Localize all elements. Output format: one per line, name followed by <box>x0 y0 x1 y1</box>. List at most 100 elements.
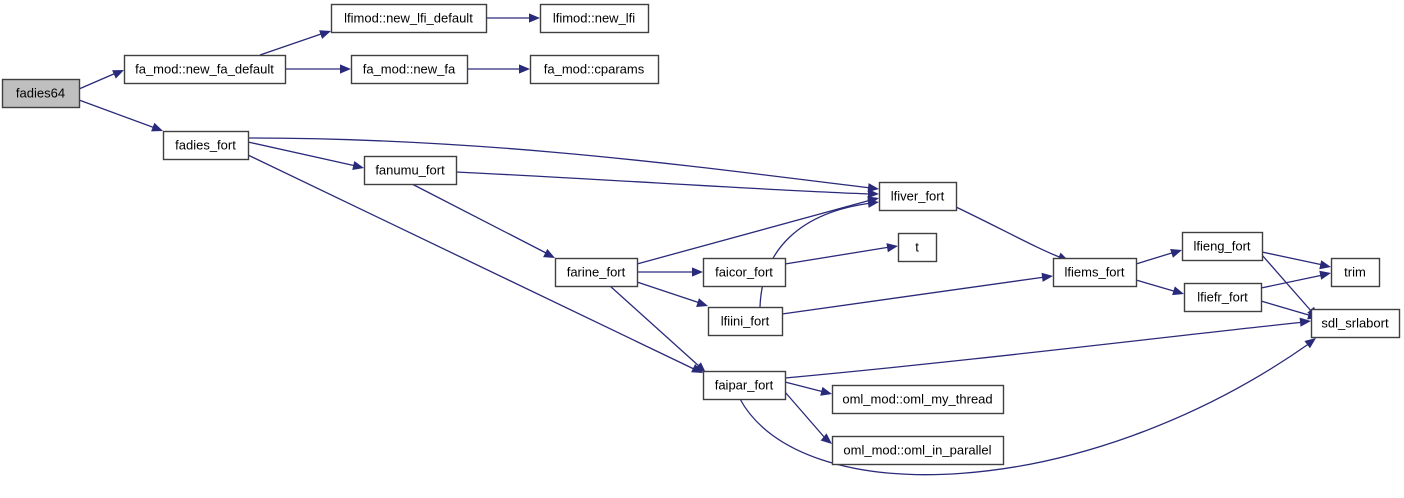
node-box[interactable] <box>831 384 1005 415</box>
node-t[interactable]: t <box>897 232 938 263</box>
node-box[interactable] <box>1 78 81 109</box>
arrow-head-icon <box>543 248 555 258</box>
node-fa_new_fa_default[interactable]: fa_mod::new_fa_default <box>123 54 287 85</box>
edge-fadies64-to-fadies_fort <box>78 99 163 132</box>
node-lfi_new_lfi_default[interactable]: lfimod::new_lfi_default <box>330 3 488 34</box>
node-lfiefr_fort[interactable]: lfiefr_fort <box>1183 282 1263 313</box>
node-fadies_fort[interactable]: fadies_fort <box>162 130 250 161</box>
edge-lfiems_fort-to-lfieng_fort <box>1135 249 1182 265</box>
node-box[interactable] <box>1183 282 1263 313</box>
node-label: oml_mod::oml_in_parallel <box>843 442 991 457</box>
edge-line <box>636 199 872 265</box>
node-lfiems_fort[interactable]: lfiems_fort <box>1052 257 1138 288</box>
node-box[interactable] <box>554 257 639 288</box>
node-lfieng_fort[interactable]: lfieng_fort <box>1181 231 1264 262</box>
edge-fadies64-to-fa_new_fa_default <box>78 70 124 90</box>
arrow-head-icon <box>519 64 530 74</box>
node-lfiini_fort[interactable]: lfiini_fort <box>707 306 784 337</box>
edge-fa_new_fa_default-to-fa_new_fa <box>285 64 351 74</box>
node-box[interactable] <box>702 370 787 401</box>
node-box[interactable] <box>350 54 469 85</box>
node-box[interactable] <box>330 3 488 34</box>
edge-line <box>1260 274 1324 289</box>
edge-line <box>784 321 1306 379</box>
node-box[interactable] <box>162 130 250 161</box>
node-label: oml_mod::oml_my_thread <box>842 391 992 406</box>
edge-line <box>1135 251 1176 265</box>
arrow-head-icon <box>112 70 124 79</box>
arrow-head-icon <box>867 183 879 193</box>
node-label: fadies_fort <box>175 137 236 152</box>
edge-line <box>78 99 156 129</box>
node-box[interactable] <box>363 155 458 186</box>
edge-faipar_fort-to-oml_in_parallel <box>784 391 832 444</box>
node-label: lfiems_fort <box>1065 264 1125 279</box>
node-label: fa_mod::new_fa_default <box>135 61 274 76</box>
node-trim[interactable]: trim <box>1330 257 1381 288</box>
edge-line <box>1135 279 1178 293</box>
node-label: fanumu_fort <box>375 162 445 177</box>
arrow-head-icon <box>867 198 879 208</box>
node-label: lfieng_fort <box>1193 238 1250 253</box>
edge-farine_fort-to-lfiini_fort <box>636 281 708 307</box>
node-label: lfiver_fort <box>891 188 945 203</box>
node-fa_cparams[interactable]: fa_mod::cparams <box>529 54 660 85</box>
edge-line <box>739 342 1311 476</box>
edge-lfiefr_fort-to-trim <box>1260 270 1331 289</box>
node-box[interactable] <box>702 257 787 288</box>
edge-faipar_fort-to-oml_my_thread <box>784 381 832 396</box>
arrow-head-icon <box>1041 272 1053 282</box>
edge-faipar_fort-to-sdl_srlabort <box>739 338 1316 476</box>
node-label: lfimod::new_lfi <box>553 10 635 25</box>
edge-farine_fort-to-faicor_fort <box>637 267 703 277</box>
edge-farine_fort-to-faipar_fort <box>609 285 706 373</box>
node-box[interactable] <box>1052 257 1138 288</box>
arrow-head-icon <box>867 189 879 199</box>
node-box[interactable] <box>831 435 1005 466</box>
edge-lfieng_fort-to-trim <box>1261 251 1331 270</box>
arrow-head-icon <box>696 298 708 307</box>
node-oml_my_thread[interactable]: oml_mod::oml_my_thread <box>831 384 1005 415</box>
node-farine_fort[interactable]: farine_fort <box>554 257 639 288</box>
edge-line <box>247 154 697 371</box>
node-label: lfiefr_fort <box>1197 289 1248 304</box>
edge-faicor_fort-to-t <box>784 243 898 265</box>
arrow-head-icon <box>694 362 706 373</box>
node-sdl_srlabort[interactable]: sdl_srlabort <box>1310 308 1401 339</box>
node-fanumu_fort[interactable]: fanumu_fort <box>363 155 458 186</box>
edge-lfiini_fort-to-lfiver_fort <box>759 198 879 308</box>
arrow-head-icon <box>820 386 832 396</box>
node-box[interactable] <box>897 232 938 263</box>
edge-lfiini_fort-to-lfiems_fort <box>781 272 1053 315</box>
node-box[interactable] <box>1310 308 1401 339</box>
node-box[interactable] <box>707 306 784 337</box>
node-fa_new_fa[interactable]: fa_mod::new_fa <box>350 54 469 85</box>
edge-line <box>259 32 325 56</box>
arrow-head-icon <box>1172 286 1184 296</box>
edge-farine_fort-to-lfiver_fort <box>636 196 879 265</box>
node-faipar_fort[interactable]: faipar_fort <box>702 370 787 401</box>
node-box[interactable] <box>1181 231 1264 262</box>
arrow-head-icon <box>319 30 331 39</box>
node-lfiver_fort[interactable]: lfiver_fort <box>878 181 958 212</box>
edge-lfiver_fort-to-lfiems_fort <box>955 206 1069 262</box>
node-box[interactable] <box>1330 257 1381 288</box>
node-box[interactable] <box>539 3 650 34</box>
node-lfi_new_lfi[interactable]: lfimod::new_lfi <box>539 3 650 34</box>
node-oml_in_parallel[interactable]: oml_mod::oml_in_parallel <box>831 435 1005 466</box>
node-label: sdl_srlabort <box>1321 315 1389 330</box>
arrow-head-icon <box>352 161 364 171</box>
edge-fadies_fort-to-lfiver_fort <box>247 137 879 193</box>
edge-line <box>781 276 1046 315</box>
arrow-head-icon <box>340 64 351 74</box>
arrow-head-icon <box>529 13 540 23</box>
node-box[interactable] <box>529 54 660 85</box>
edge-fanumu_fort-to-lfiver_fort <box>455 171 879 199</box>
edge-line <box>609 285 701 368</box>
node-faicor_fort[interactable]: faicor_fort <box>702 257 787 288</box>
node-box[interactable] <box>123 54 287 85</box>
node-fadies64[interactable]: fadies64 <box>1 78 81 109</box>
node-box[interactable] <box>878 181 958 212</box>
edge-fanumu_fort-to-farine_fort <box>411 183 555 258</box>
